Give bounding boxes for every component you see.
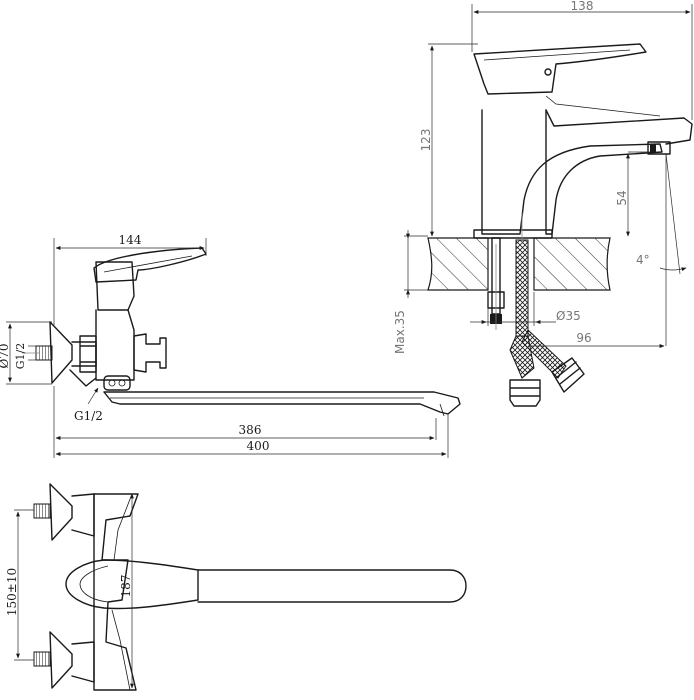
hose-right — [521, 329, 567, 379]
label-400: 400 — [247, 439, 270, 453]
label-123: 123 — [419, 129, 433, 152]
connector-wedge — [69, 369, 97, 387]
dim-wall-width-top: 144 — [53, 233, 207, 326]
dim-wall-total-length: 400 — [55, 439, 447, 456]
basin-lever-dot — [544, 68, 552, 76]
dim-basin-spout-reach: 96 — [528, 331, 665, 348]
dim-basin-deck-max: Max.35 — [393, 230, 428, 354]
bottom-ring-dot-2 — [118, 379, 126, 387]
top-body — [93, 493, 139, 691]
basin-body — [481, 109, 663, 235]
mixer-body-lower — [95, 309, 135, 381]
label-144: 144 — [119, 233, 142, 247]
top-body-edge-2 — [111, 609, 131, 691]
mixer-body — [95, 261, 135, 311]
dim-wall-diameter: Ø70 G1/2 — [0, 321, 52, 385]
top-lever-inner — [79, 565, 109, 603]
base-ring — [473, 229, 553, 239]
dim-wall-thread-lower: G1/2 — [74, 387, 103, 423]
label-150-10: 150±10 — [5, 568, 19, 616]
top-nut-upper — [71, 493, 95, 537]
label-187: 187 — [119, 575, 133, 598]
spout-tip — [439, 403, 445, 417]
countertop-left — [427, 237, 489, 291]
aerator-inner — [650, 144, 656, 152]
top-flange-lower — [49, 631, 73, 689]
hose-left-vertical — [515, 239, 529, 337]
label-max-35: Max.35 — [393, 310, 407, 354]
top-thread-upper — [33, 503, 51, 519]
top-thread-lower — [33, 651, 51, 667]
label-diameter-35: Ø35 — [556, 309, 581, 323]
hose-fitting-right — [551, 357, 585, 393]
label-4-degree: 4° — [636, 253, 650, 267]
basin-mixer — [427, 43, 693, 407]
bottom-ring — [103, 375, 131, 391]
countertop-right — [533, 237, 611, 291]
aerator — [647, 141, 671, 155]
top-lever — [65, 559, 199, 610]
top-body-edge — [113, 493, 133, 561]
dim-basin-height: 123 — [419, 43, 478, 237]
label-138: 138 — [571, 0, 594, 13]
label-g12-upper: G1/2 — [14, 343, 27, 370]
bottom-ring-dot-1 — [108, 379, 116, 387]
dim-wall-height-bottom: 187 — [119, 493, 134, 689]
mixer-lever — [93, 247, 207, 283]
basin-lever — [473, 43, 647, 95]
dim-basin-angle: 4° — [636, 153, 687, 346]
label-96: 96 — [576, 331, 591, 345]
wall-flange — [49, 321, 73, 384]
top-nut-lower — [71, 641, 95, 683]
lever-edge — [103, 255, 193, 273]
label-54: 54 — [615, 190, 629, 205]
dim-wall-centers: 150±10 — [5, 509, 34, 661]
wall-mixer-top-view — [33, 483, 467, 691]
dim-basin-spout-height: 54 — [615, 151, 650, 237]
dim-wall-spout-reach: 386 — [55, 423, 435, 440]
top-flange-upper — [49, 483, 73, 541]
dim-basin-hole: Ø35 — [470, 292, 581, 326]
label-386: 386 — [239, 423, 262, 437]
basin-spout-edge — [545, 95, 661, 117]
top-spout — [197, 569, 467, 603]
label-g12-lower: G1/2 — [74, 409, 103, 423]
basin-spout — [545, 109, 693, 145]
basin-lever-edge — [483, 49, 631, 61]
dim-basin-width: 138 — [471, 0, 693, 120]
label-diameter-70: Ø70 — [0, 343, 11, 368]
long-spout — [103, 391, 461, 415]
diverter-knob — [133, 333, 167, 373]
hose-fitting-left — [509, 379, 541, 407]
